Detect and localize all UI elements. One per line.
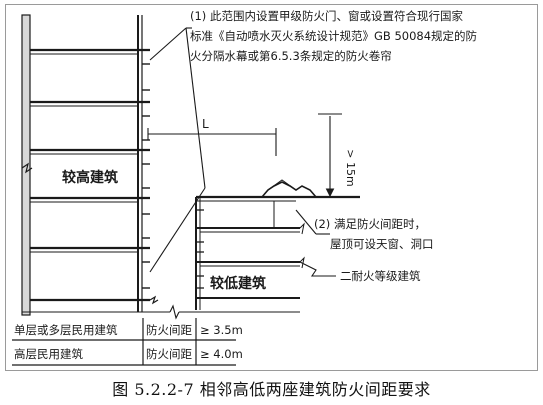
ground-line bbox=[22, 304, 300, 320]
note1-line1: (1) 此范围内设置甲级防火门、窗或设置符合现行国家 bbox=[190, 9, 463, 23]
figure-frame bbox=[5, 4, 538, 371]
note2-line2: 屋顶可设天窗、洞口 bbox=[330, 237, 434, 251]
spacing-table-lines bbox=[12, 318, 236, 366]
dimension-L bbox=[147, 128, 277, 156]
dimension-15m bbox=[318, 113, 342, 198]
note2-line1: (2) 满足防火间距时， bbox=[314, 217, 426, 231]
note1-line3: 火分隔水幕或第6.5.3条规定的防火卷帘 bbox=[190, 49, 392, 63]
table-row-2-item: 防火间距 bbox=[146, 347, 192, 361]
note2-leader bbox=[295, 209, 330, 235]
note1-line2: 标准《自动喷水灭火系统设计规范》GB 50084规定的防 bbox=[190, 29, 477, 43]
table-row-1-item: 防火间距 bbox=[146, 323, 192, 337]
lower-building-label: 较低建筑 bbox=[210, 275, 266, 292]
fire-rating-label: 二耐火等级建筑 bbox=[340, 269, 421, 283]
fire-rating-leader bbox=[299, 261, 336, 277]
taller-building-label: 较高建筑 bbox=[62, 169, 118, 186]
taller-building bbox=[21, 14, 159, 316]
table-row-1-value: ≥ 3.5m bbox=[200, 323, 243, 337]
lower-building bbox=[195, 179, 360, 310]
table-row-2-type: 高层民用建筑 bbox=[14, 347, 83, 361]
table-row-1-type: 单层或多层民用建筑 bbox=[14, 323, 118, 337]
figure-caption: 图 5.2.2-7 相邻高低两座建筑防火间距要求 bbox=[112, 380, 431, 399]
dimension-L-label: L bbox=[202, 117, 209, 131]
height-15m-label: > 15m bbox=[344, 149, 357, 186]
table-row-2-value: ≥ 4.0m bbox=[200, 347, 243, 361]
